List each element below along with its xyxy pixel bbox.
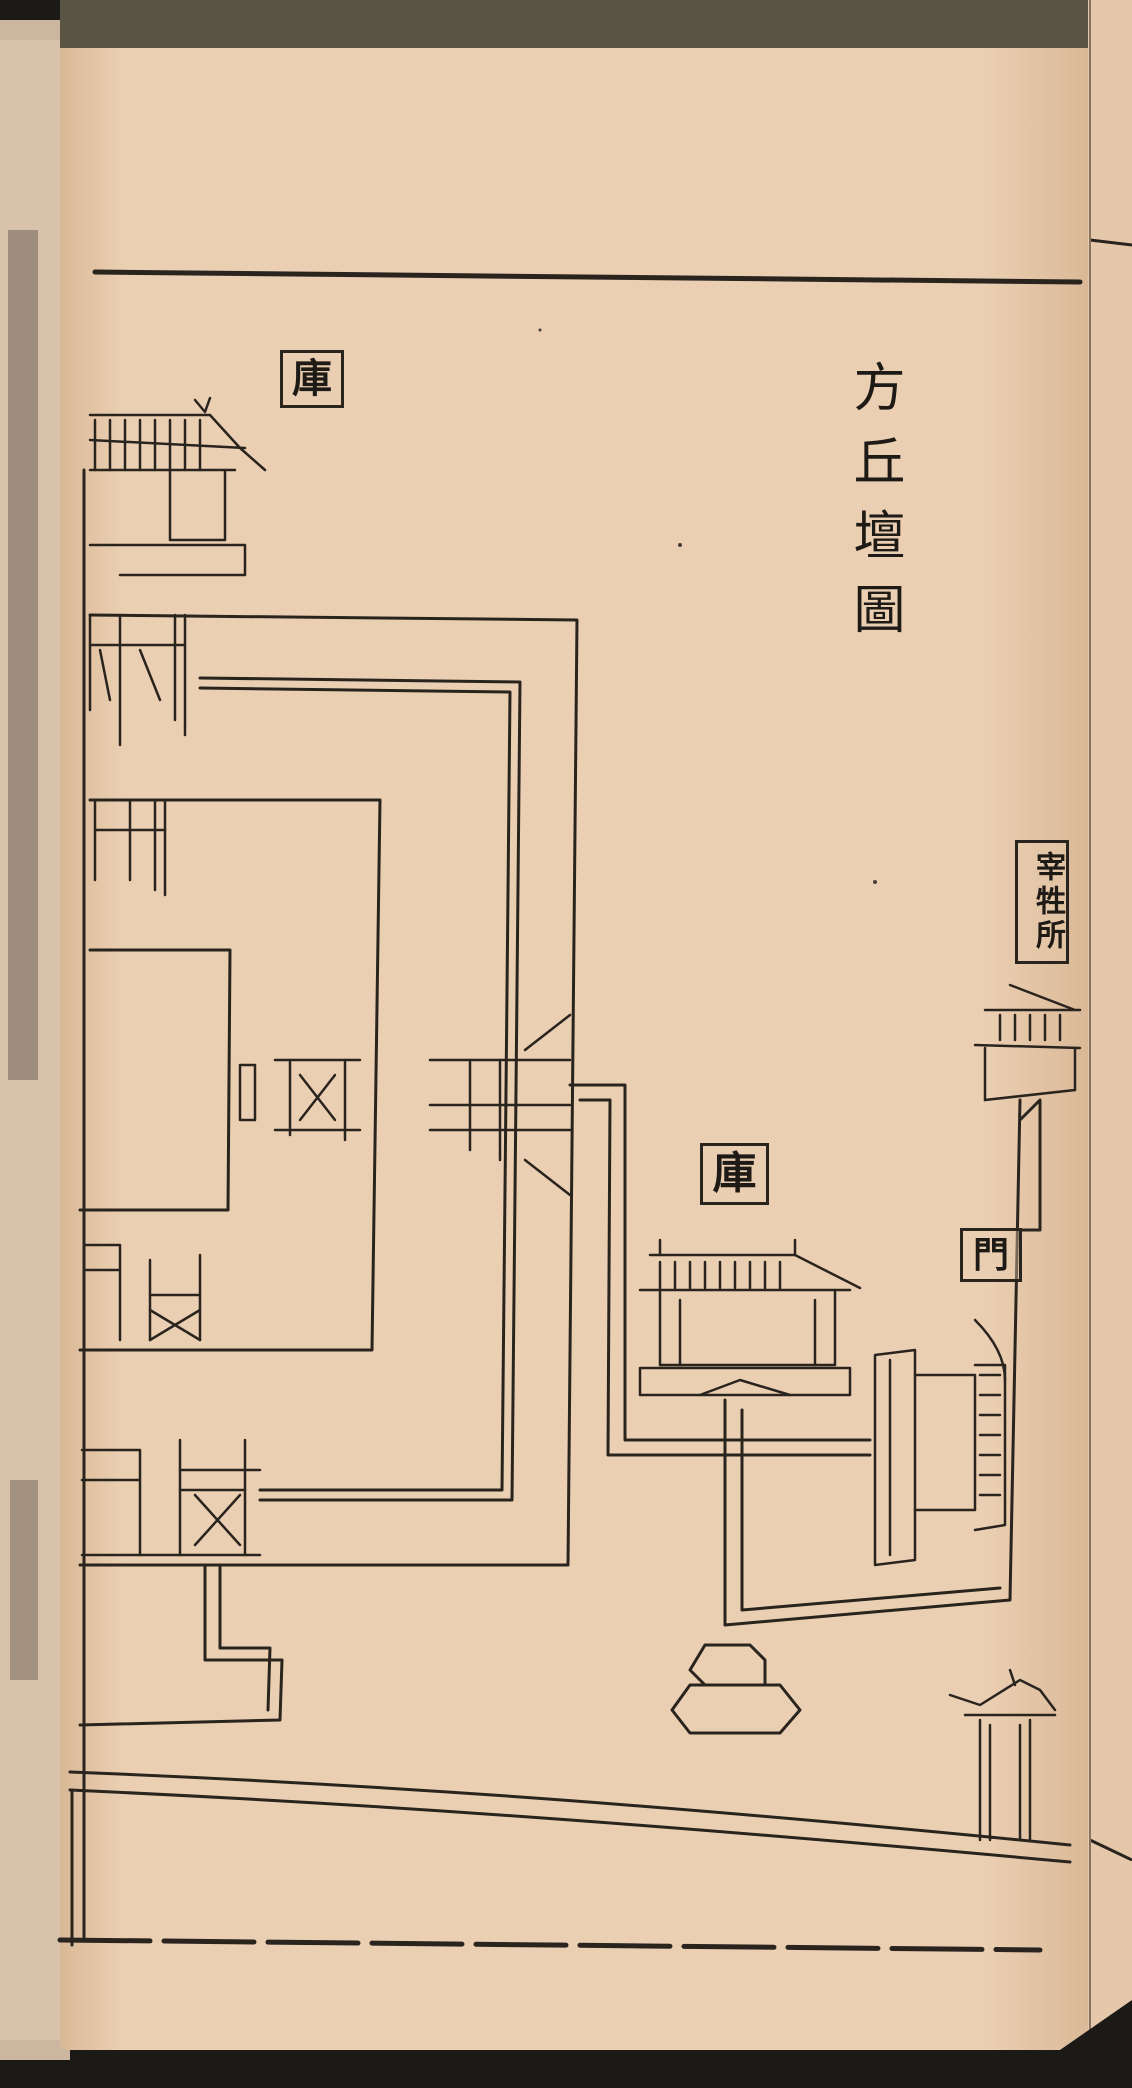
gate-south-inner (83, 1243, 202, 1342)
storehouse-building-middle (638, 1238, 862, 1397)
gate-central-west (238, 1058, 362, 1142)
label-slaughter-house: 宰牲所 (1015, 840, 1069, 964)
gate-central-east (428, 1013, 572, 1197)
page-title: 方丘壇圖 (844, 360, 904, 656)
road (68, 1770, 1072, 1947)
page-top-edge (60, 0, 1090, 48)
gate-south-outer (80, 1438, 262, 1557)
storehouse-building-top (88, 396, 267, 577)
inner-altar-tier-outer (78, 798, 382, 1352)
gate-north-inner (93, 798, 167, 897)
frame-bottom-line (57, 1937, 1043, 1953)
inner-altar-tier-inner (78, 948, 232, 1212)
second-wall (198, 676, 522, 1502)
pathway-east (568, 1083, 872, 1457)
corner-shadow (1020, 2000, 1132, 2084)
well-stand (670, 1643, 802, 1735)
facing-page-right (1088, 0, 1132, 2084)
label-storehouse-top: 庫 (280, 350, 344, 408)
label-gate: 門 (960, 1228, 1022, 1282)
label-storehouse-middle: 庫 (700, 1143, 769, 1205)
gate-east-compound (873, 1318, 1007, 1567)
pathway-south (78, 1563, 284, 1727)
slaughter-house-building (973, 983, 1082, 1102)
frame-top-line (92, 269, 1083, 285)
ink-specks (538, 328, 877, 884)
pavilion-bottom-right (948, 1668, 1057, 1842)
outer-wall (78, 613, 579, 1567)
gate-north-outer (88, 613, 187, 747)
courtyard-right (723, 1098, 1042, 1627)
page-edge-left (0, 20, 70, 2060)
paper-page (60, 30, 1090, 2050)
